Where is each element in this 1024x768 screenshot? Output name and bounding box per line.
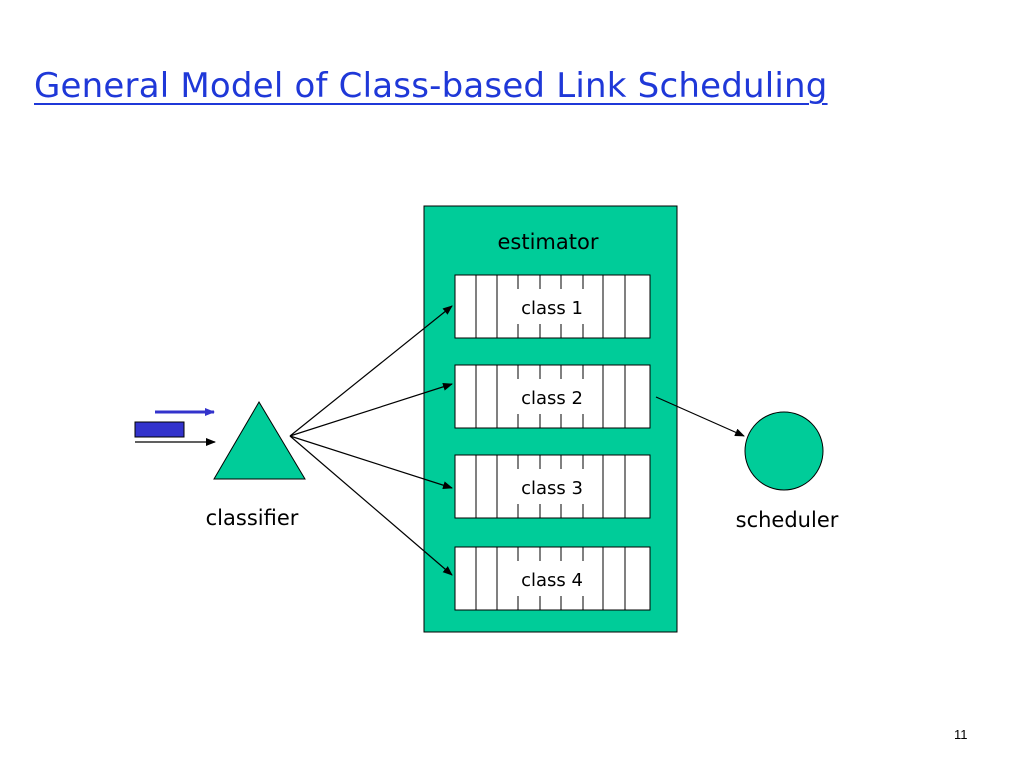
queue-label: class 3 [521, 478, 583, 499]
arrow-to-class-3 [289, 435, 453, 490]
queue-label-background [508, 474, 593, 499]
queue-label: class 2 [521, 388, 583, 409]
estimator-label: estimator [498, 230, 599, 254]
packet-icon [134, 421, 185, 438]
page-number: 11 [954, 727, 968, 742]
arrow-to-class-1 [289, 305, 453, 437]
arrow-to-class-2 [289, 382, 453, 437]
scheduler-circle-icon [744, 411, 824, 491]
queue-class-4: class 4 [454, 546, 651, 611]
arrow-to-class-4 [289, 435, 453, 576]
classifier-label: classifier [206, 506, 299, 530]
queue-class-1: class 1 [454, 274, 651, 339]
queue-label-background [508, 566, 593, 591]
queue-class-2: class 2 [454, 364, 651, 429]
queue-label-background [508, 384, 593, 409]
queue-group: class 1 class 2 class 3 class 4 [454, 274, 651, 611]
arrow-to-scheduler [655, 396, 745, 437]
queue-class-3: class 3 [454, 454, 651, 519]
queue-label: class 1 [521, 298, 583, 319]
slide-title: General Model of Class-based Link Schedu… [34, 66, 828, 106]
queue-label: class 4 [521, 570, 583, 591]
queue-label-background [508, 294, 593, 319]
classifier-triangle-icon [213, 401, 306, 480]
scheduler-label: scheduler [736, 508, 839, 532]
